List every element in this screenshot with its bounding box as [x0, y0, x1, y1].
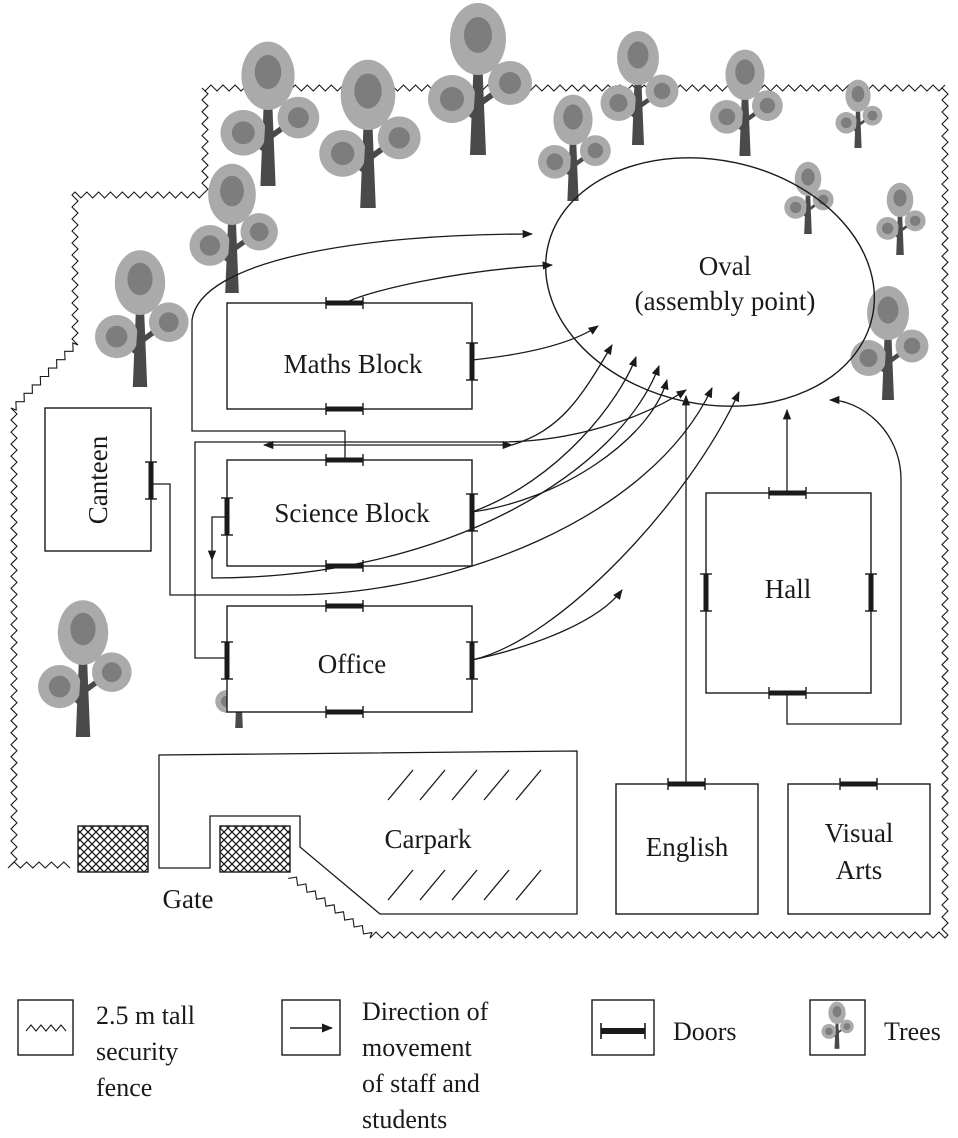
tree-icon: [220, 41, 320, 186]
english-label: English: [646, 832, 729, 862]
oval-label: Oval: [699, 251, 751, 281]
tree-icon: [850, 286, 929, 400]
path-maths-east-to-oval: [471, 325, 599, 361]
legend-doors-label: Doors: [673, 1017, 737, 1046]
path-middle-to-oval: [511, 344, 613, 446]
visual-arts-label: Visual: [825, 818, 894, 848]
trees: [38, 3, 929, 737]
door-bar-icon: [145, 461, 157, 500]
door-bar-icon: [839, 778, 878, 790]
legend-direction-line3: of staff and: [362, 1069, 480, 1098]
path-science-west-loop: [207, 516, 227, 562]
oval-sublabel: (assembly point): [635, 286, 816, 316]
path-science-east-to-oval-b: [471, 378, 669, 513]
tree-icon: [95, 250, 189, 387]
legend-direction-line1: Direction of: [362, 997, 489, 1026]
door-bar-icon: [865, 573, 877, 612]
legend-direction-line4: students: [362, 1105, 447, 1134]
door-bar-icon: [325, 600, 364, 612]
tree-icon: [189, 163, 278, 293]
path-maths-north-to-oval: [344, 261, 554, 304]
legend-fence-line3: fence: [96, 1073, 152, 1102]
gate-label: Gate: [163, 884, 214, 914]
path-science-east-to-oval-a: [471, 356, 637, 513]
door-bar-icon: [221, 641, 233, 680]
visual-arts-sublabel: Arts: [836, 855, 883, 885]
legend-direction-line2: movement: [362, 1033, 473, 1062]
path-office-west-to-oval: [194, 389, 687, 659]
door-bar-icon: [700, 573, 712, 612]
door-bar-icon: [466, 342, 478, 381]
path-canteen-to-oval: [151, 387, 713, 596]
visual-arts: [787, 783, 931, 915]
legend-fence-box: [17, 999, 74, 1056]
tree-icon: [784, 161, 834, 234]
canteen: [44, 407, 152, 552]
path-office-east-to-oval-b: [471, 391, 740, 661]
tree-icon: [876, 182, 926, 255]
tree-icon: [835, 79, 883, 148]
door-bar-icon: [325, 403, 364, 415]
gate-right: [219, 825, 291, 873]
door-bar-icon: [325, 297, 364, 309]
path-west-loop-to-oval: [191, 229, 534, 460]
door-bar-icon: [325, 706, 364, 718]
tree-icon: [38, 600, 132, 737]
oval-assembly-point: [544, 157, 876, 407]
legend-fence-line1: 2.5 m tall: [96, 1001, 195, 1030]
path-hall-south-to-oval: [786, 395, 902, 725]
doors: [145, 297, 878, 790]
carpark: [158, 750, 578, 915]
carpark-label: Carpark: [385, 824, 472, 854]
legend-tree-box: [809, 999, 866, 1056]
tree-icon: [710, 49, 783, 156]
legend: 2.5 m tall security fence Direction of m…: [17, 997, 941, 1134]
maths-block-label: Maths Block: [284, 349, 423, 379]
canteen-label: Canteen: [83, 435, 113, 524]
office-label: Office: [318, 649, 386, 679]
gate-left: [77, 825, 149, 873]
tree-icon: [821, 1001, 854, 1049]
legend-fence-line2: security: [96, 1037, 178, 1066]
path-science-south-to-oval: [211, 365, 660, 579]
path-office-east-to-oval: [471, 589, 623, 661]
tree-icon: [428, 3, 532, 155]
movement-paths: [151, 229, 902, 784]
fence-segment: [7, 861, 71, 869]
science-block-label: Science Block: [274, 498, 430, 528]
carpark-parking-lines: [387, 769, 542, 901]
tree-icon: [538, 94, 611, 201]
door-bar-icon: [600, 1023, 646, 1039]
tree-icon: [821, 1001, 854, 1049]
legend-trees-label: Trees: [884, 1017, 941, 1046]
hall: [705, 492, 872, 694]
legend-arrow-box: [281, 999, 341, 1056]
legend-door-box: [591, 999, 655, 1056]
tree-icon: [600, 31, 679, 145]
tree-icon: [319, 59, 421, 208]
zigzag-fence-icon: [25, 1024, 67, 1032]
hall-label: Hall: [765, 574, 812, 604]
door-bar-icon: [466, 641, 478, 680]
